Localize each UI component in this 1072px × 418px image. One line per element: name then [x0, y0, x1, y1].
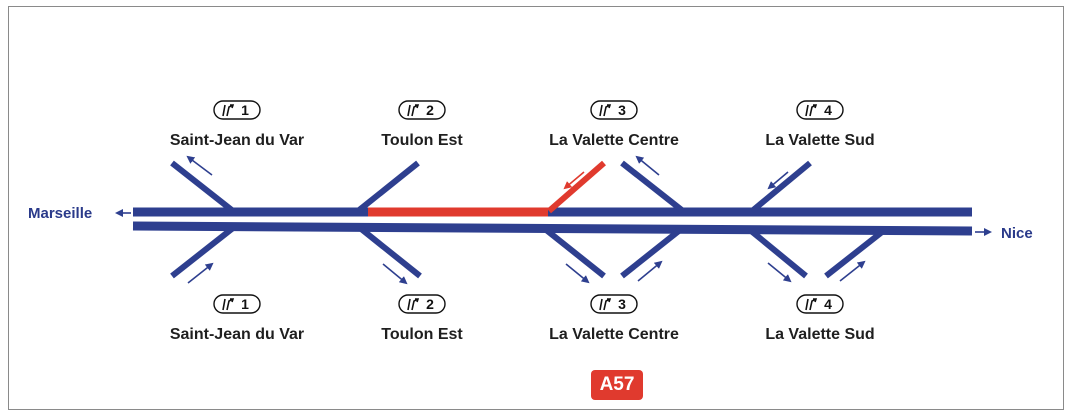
exit-number: 1 [241, 102, 249, 118]
exit-name: Toulon Est [381, 326, 463, 343]
exit-name: Saint-Jean du Var [170, 132, 304, 149]
exit-badge [796, 100, 844, 120]
exit-icon [805, 104, 818, 117]
exit-badge [796, 294, 844, 314]
main-carriageways [132, 207, 973, 236]
exit-name: La Valette Centre [549, 326, 679, 343]
ramp-2-top [356, 160, 420, 214]
exit-label-3: 3 La Valette Centre [549, 100, 679, 149]
destination-east: Nice [1001, 225, 1033, 242]
ramp-3-bottom-east [620, 227, 682, 279]
exit-badge [398, 294, 446, 314]
motorway-badge: A57 [591, 370, 643, 400]
arrow-icon [563, 171, 585, 190]
arrow-icon [382, 263, 408, 285]
exit-number: 2 [426, 102, 434, 118]
eastbound-carriageway [132, 221, 973, 236]
destination-west: Marseille [28, 205, 92, 222]
arrow-icon [186, 155, 213, 176]
ramp-4-bottom-west [748, 227, 808, 279]
exit-badge [590, 100, 638, 120]
ramps [170, 160, 884, 279]
exit-icon [599, 104, 612, 117]
arrow-icon [637, 260, 663, 282]
arrow-icon [565, 263, 590, 284]
exit-number: 2 [426, 296, 434, 312]
exit-badge [398, 100, 446, 120]
exit-number: 4 [824, 296, 832, 312]
ramp-3-top [547, 160, 606, 214]
exit-badge [590, 294, 638, 314]
exit-label-4: 4 La Valette Sud [765, 294, 875, 343]
arrow-icon [187, 262, 214, 284]
exit-label-4: 4 La Valette Sud [765, 100, 875, 149]
direction-arrows [115, 155, 992, 285]
exit-name: La Valette Centre [549, 132, 679, 149]
exit-name: Toulon Est [381, 132, 463, 149]
exit-icon [222, 104, 235, 117]
exit-name: Saint-Jean du Var [170, 326, 304, 343]
ramp-3-bottom-west [543, 226, 606, 279]
ramp-1-top [170, 160, 235, 214]
arrow-icon [767, 171, 789, 190]
exit-name: La Valette Sud [765, 326, 874, 343]
arrow-icon [767, 262, 792, 283]
exit-icon [222, 298, 235, 311]
ramp-4-bottom-east [824, 229, 884, 279]
arrow-icon [635, 155, 660, 176]
exit-number: 1 [241, 296, 249, 312]
exit-badge [213, 294, 261, 314]
ramp-1-bottom [170, 225, 235, 279]
exit-icon [805, 298, 818, 311]
exit-icon [599, 298, 612, 311]
exit-icon [407, 104, 420, 117]
ramp-2-bottom [358, 225, 422, 279]
exit-number: 4 [824, 102, 832, 118]
arrow-icon [839, 260, 866, 282]
ramp-3-top-east [620, 160, 685, 214]
exit-icon [407, 298, 420, 311]
exit-name: La Valette Sud [765, 132, 874, 149]
exit-number: 3 [618, 102, 626, 118]
exit-label-3: 3 La Valette Centre [549, 294, 679, 343]
exit-number: 3 [618, 296, 626, 312]
ramp-4-top [750, 160, 812, 214]
exit-badge [213, 100, 261, 120]
